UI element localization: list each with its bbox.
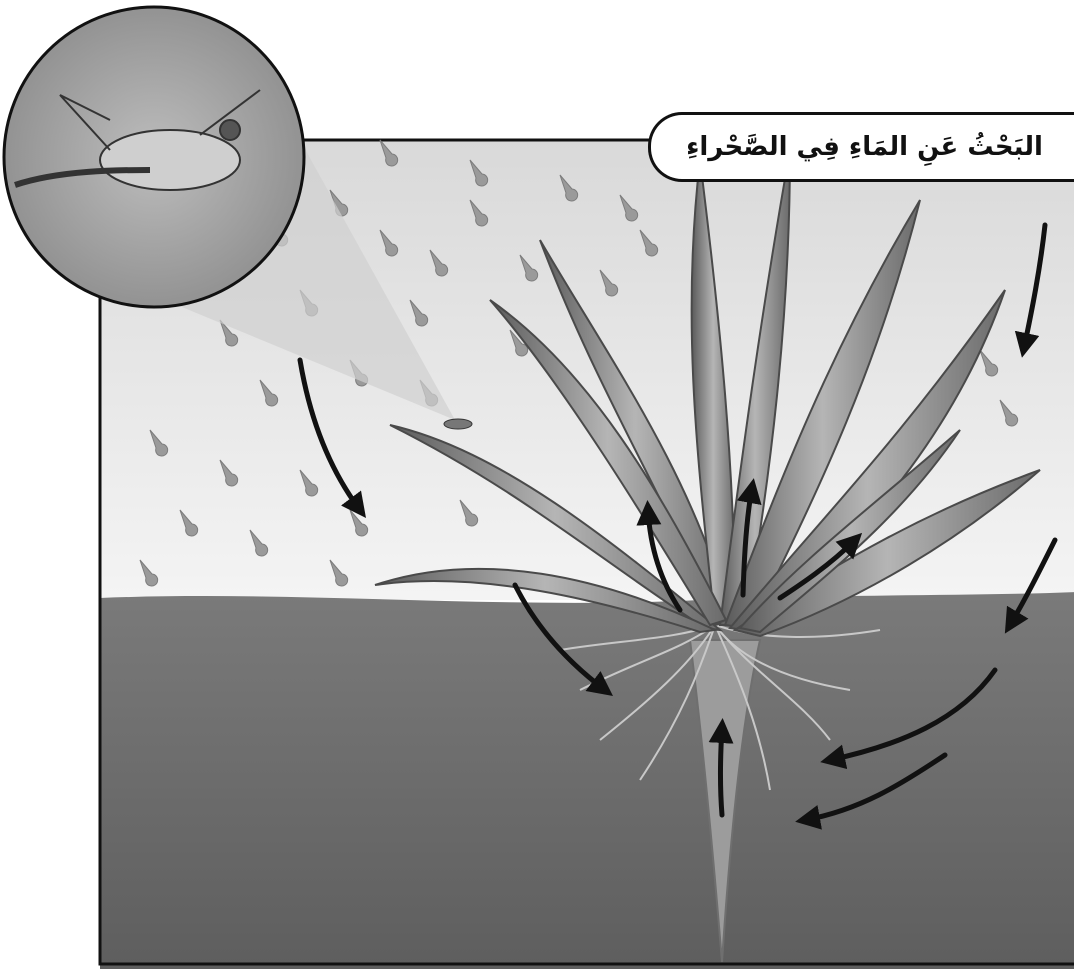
grasshopper-small [444, 419, 472, 429]
water-flow-arrow [721, 728, 723, 815]
soil [100, 592, 1074, 969]
diagram-title: البَحْثُ عَنِ المَاءِ فِي الصَّحْراءِ [648, 112, 1074, 182]
